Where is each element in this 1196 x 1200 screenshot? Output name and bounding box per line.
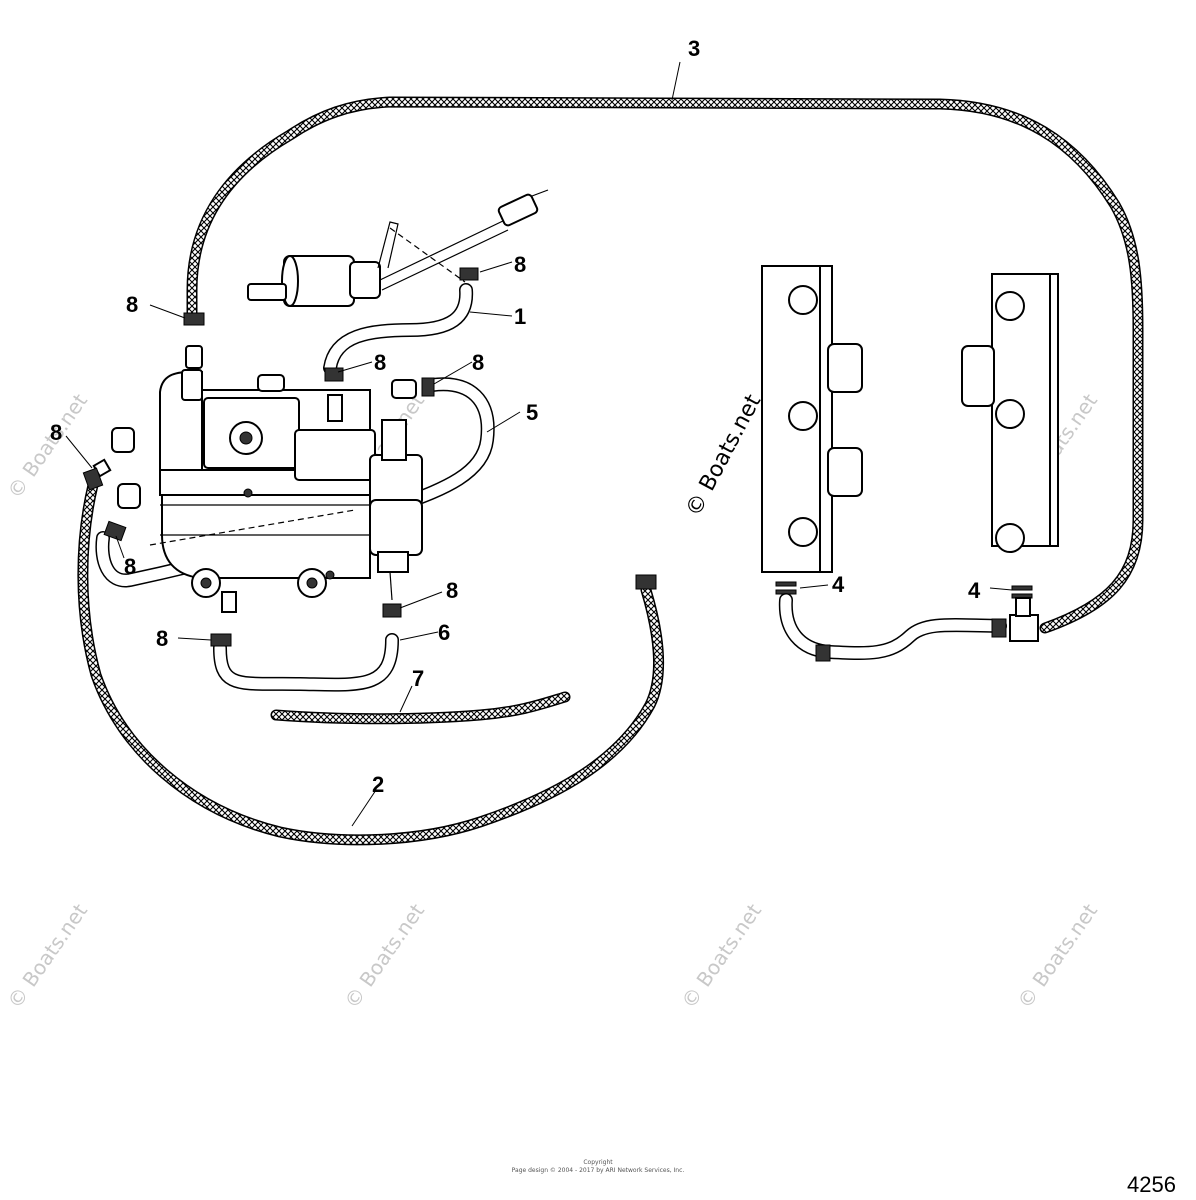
- watermark: © Boats.net: [339, 899, 429, 1013]
- watermark-center: © Boats.net: [681, 390, 766, 521]
- fittings-left: [92, 345, 203, 509]
- leader-lines: [65, 61, 1013, 827]
- callout-7: 7: [412, 666, 424, 691]
- watermark: © Boats.net: [2, 899, 92, 1013]
- callout-8: 8: [156, 626, 168, 651]
- callout-8: 8: [374, 350, 386, 375]
- callout-2: 2: [372, 772, 384, 797]
- callout-5: 5: [526, 400, 538, 425]
- copyright-line-1: Copyright: [583, 1159, 613, 1166]
- tube-1: [323, 283, 474, 375]
- watermark: © Boats.net: [1012, 899, 1102, 1013]
- fuel-pump-top: [247, 189, 549, 307]
- hose-2: [77, 479, 664, 846]
- callout-8: 8: [514, 252, 526, 277]
- callout-8: 8: [124, 554, 136, 579]
- callout-4: 4: [968, 578, 981, 603]
- hose-end-fitting: [635, 574, 657, 590]
- callout-8: 8: [126, 292, 138, 317]
- callout-6: 6: [438, 620, 450, 645]
- callout-8: 8: [50, 420, 62, 445]
- crossover-line: [778, 593, 1039, 662]
- copyright-line-2: Page design © 2004 - 2017 by ARI Network…: [512, 1167, 685, 1174]
- callout-1: 1: [514, 304, 526, 329]
- callout-3: 3: [688, 36, 700, 61]
- watermark: © Boats.net: [676, 899, 766, 1013]
- fuel-rail-right: [961, 273, 1059, 599]
- callout-8: 8: [472, 350, 484, 375]
- callout-8: 8: [446, 578, 458, 603]
- figure-number: 4256: [1127, 1172, 1176, 1197]
- vapor-separator: [149, 369, 423, 613]
- watermark: © Boats.net: [2, 389, 92, 503]
- callout-4: 4: [832, 572, 845, 597]
- hose-3: [186, 96, 1144, 634]
- tube-6: [213, 633, 399, 692]
- fuel-rail-left: [761, 265, 863, 595]
- hose-7: [270, 691, 571, 725]
- callout-labels: 3 8 1 8 8 8 5 8 8 8 8 6 7 2 4 4: [50, 36, 981, 797]
- clamps: [82, 267, 479, 647]
